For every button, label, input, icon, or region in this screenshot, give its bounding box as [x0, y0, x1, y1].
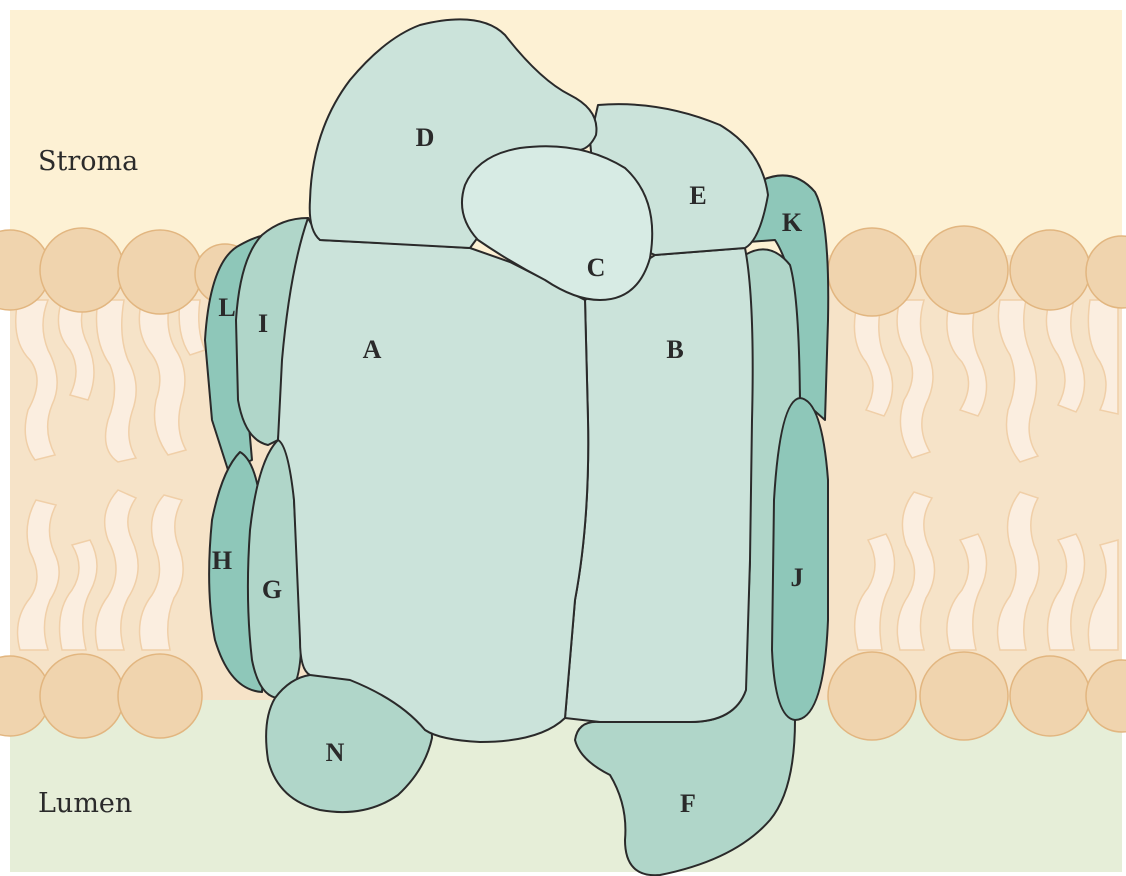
- subunit-label-n: N: [326, 738, 345, 767]
- subunit-label-h: H: [212, 546, 232, 575]
- left-lipid-heads-bottom: [0, 654, 202, 738]
- subunit-label-d: D: [416, 123, 435, 152]
- stroma-label: Stroma: [38, 146, 138, 177]
- subunit-label-k: K: [782, 208, 803, 237]
- subunit-j: [772, 398, 828, 720]
- subunit-label-i: I: [258, 309, 268, 338]
- subunit-label-e: E: [689, 181, 706, 210]
- lumen-label: Lumen: [38, 788, 132, 819]
- subunit-label-b: B: [666, 335, 683, 364]
- subunit-label-c: C: [587, 253, 606, 282]
- subunit-label-f: F: [680, 789, 696, 818]
- subunit-label-j: J: [791, 563, 804, 592]
- subunit-label-a: A: [363, 335, 382, 364]
- subunit-a: [278, 218, 588, 742]
- subunit-label-l: L: [218, 293, 235, 322]
- subunit-label-g: G: [262, 575, 282, 604]
- subunit-b: [565, 248, 753, 722]
